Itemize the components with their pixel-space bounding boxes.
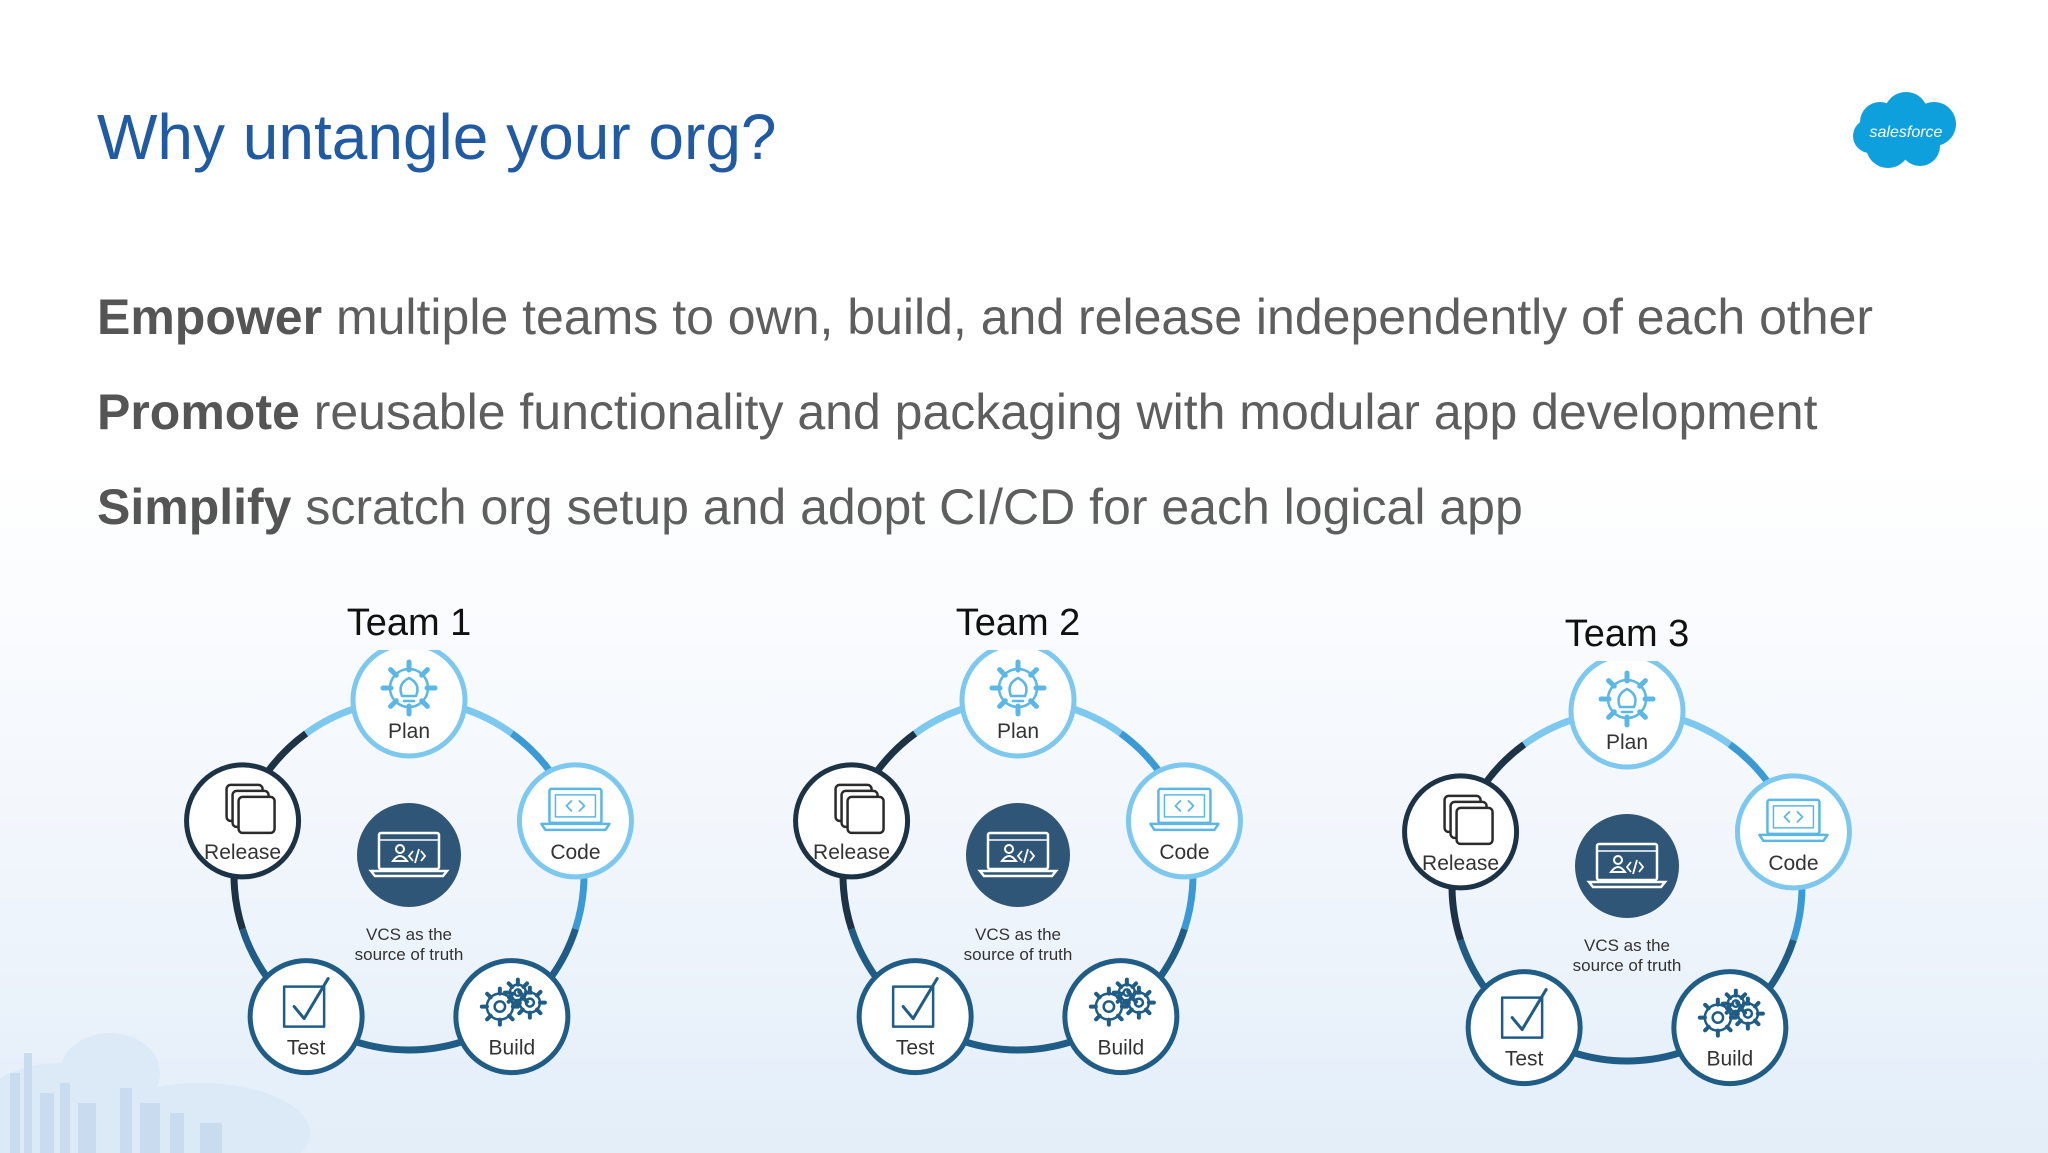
laptop-code-icon [540, 787, 611, 832]
stage-plan: Plan [959, 650, 1077, 759]
stage-label: Release [204, 841, 281, 864]
stage-plan: Plan [350, 650, 468, 759]
stage-label: Release [1422, 852, 1499, 875]
lightbulb-gear-icon [1598, 670, 1656, 728]
checkbox-icon [891, 977, 939, 1028]
bullet-text: reusable functionality and packaging wit… [313, 384, 1818, 440]
gears-icon [1088, 977, 1156, 1027]
stage-plan: Plan [1568, 661, 1686, 770]
laptop-code-icon [1149, 787, 1220, 832]
stage-label: Code [550, 841, 600, 864]
stage-code: Code [1125, 762, 1243, 880]
bullet-simplify: Simplify scratch org setup and adopt CI/… [97, 460, 1997, 555]
stage-code: Code [1734, 773, 1852, 891]
center-label-line2: source of truth [1573, 956, 1682, 975]
center-label-line1: VCS as the [975, 925, 1061, 944]
bullet-empower: Empower multiple teams to own, build, an… [97, 270, 1997, 365]
stage-label: Build [489, 1037, 536, 1060]
stage-code: Code [516, 762, 634, 880]
stage-label: Release [813, 841, 890, 864]
stage-release: Release [793, 762, 911, 880]
checkbox-icon [282, 977, 330, 1028]
stage-test: Test [1465, 969, 1583, 1087]
stage-release: Release [1402, 773, 1520, 891]
stage-test: Test [247, 958, 365, 1076]
city-skyline-graphic [0, 1033, 310, 1153]
stage-build: Build [453, 958, 571, 1076]
stage-label: Plan [388, 720, 430, 743]
team-2-title: Team 2 [955, 602, 1081, 644]
lightbulb-gear-icon [989, 659, 1047, 717]
bullet-keyword: Promote [97, 384, 300, 440]
salesforce-logo: salesforce [1853, 92, 1956, 168]
slide-title: Why untangle your org? [97, 101, 777, 173]
lightbulb-gear-icon [380, 659, 438, 717]
laptop-vcs-icon [368, 831, 450, 878]
bullet-promote: Promote reusable functionality and packa… [97, 365, 1997, 460]
stage-label: Plan [997, 720, 1039, 743]
gears-icon [479, 977, 547, 1027]
stage-build: Build [1671, 969, 1789, 1087]
stage-release: Release [184, 762, 302, 880]
stage-label: Test [896, 1037, 935, 1060]
stage-label: Build [1707, 1048, 1754, 1071]
stage-label: Plan [1606, 731, 1648, 754]
team-3-title: Team 3 [1564, 613, 1690, 655]
stacked-pages-icon [225, 783, 276, 835]
laptop-code-icon [1758, 798, 1829, 843]
checkbox-icon [1500, 988, 1548, 1039]
center-label-line1: VCS as the [1584, 936, 1670, 955]
center-label-line1: VCS as the [366, 925, 452, 944]
center-label-line2: source of truth [964, 945, 1073, 964]
stage-label: Build [1098, 1037, 1145, 1060]
bullet-text: multiple teams to own, build, and releas… [335, 289, 1874, 345]
stage-label: Test [287, 1037, 326, 1060]
bullet-keyword: Simplify [97, 479, 292, 535]
bullet-text: scratch org setup and adopt CI/CD for ea… [305, 479, 1523, 535]
gears-icon [1697, 988, 1765, 1038]
logo-text: salesforce [1870, 124, 1943, 141]
stacked-pages-icon [834, 783, 885, 835]
laptop-vcs-icon [1586, 842, 1668, 889]
stacked-pages-icon [1443, 794, 1494, 846]
stage-test: Test [856, 958, 974, 1076]
center-label-line2: source of truth [355, 945, 464, 964]
bullet-list: Empower multiple teams to own, build, an… [97, 270, 1997, 555]
stage-label: Code [1159, 841, 1209, 864]
team-1-title: Team 1 [346, 602, 472, 644]
bullet-keyword: Empower [97, 289, 323, 345]
stage-label: Test [1505, 1048, 1544, 1071]
stage-build: Build [1062, 958, 1180, 1076]
stage-label: Code [1768, 852, 1818, 875]
laptop-vcs-icon [977, 831, 1059, 878]
